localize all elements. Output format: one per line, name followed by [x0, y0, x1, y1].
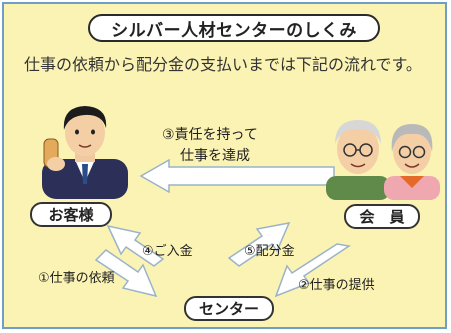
- step4-label: ④ご入金: [142, 244, 193, 259]
- step3-label-line2: 仕事を達成: [180, 148, 250, 164]
- customer-node-label: お客様: [48, 206, 94, 224]
- customer-illustration: [42, 106, 128, 199]
- step3-label-line1: ③責任を持って: [162, 127, 258, 143]
- step5-label: ⑤配分金: [244, 244, 295, 259]
- customer-node: お客様: [30, 202, 112, 227]
- center-node-label: センター: [198, 300, 259, 318]
- intro-text: 仕事の依頼から配分金の支払いまでは下記の流れです。: [24, 55, 422, 74]
- arrow-step5: [227, 222, 291, 267]
- arrow-step4: [106, 224, 165, 267]
- center-node: センター: [184, 296, 274, 321]
- member-illustration: [326, 120, 440, 200]
- member-node-label: 会 員: [359, 208, 405, 226]
- diagram-title: シルバー人材センターのしくみ: [111, 20, 357, 41]
- step1-label: ①仕事の依頼: [38, 271, 115, 286]
- arrow-step1: [94, 249, 158, 298]
- member-node: 会 員: [344, 204, 420, 229]
- arrow-step2: [274, 243, 351, 298]
- diagram-graphics: [42, 106, 440, 298]
- title-box: シルバー人材センターのしくみ: [88, 14, 380, 42]
- arrow-step3: [139, 158, 335, 194]
- diagram-panel: シルバー人材センターのしくみ 仕事の依頼から配分金の支払いまでは下記の流れです。…: [2, 2, 447, 329]
- step2-label: ②仕事の提供: [298, 278, 375, 293]
